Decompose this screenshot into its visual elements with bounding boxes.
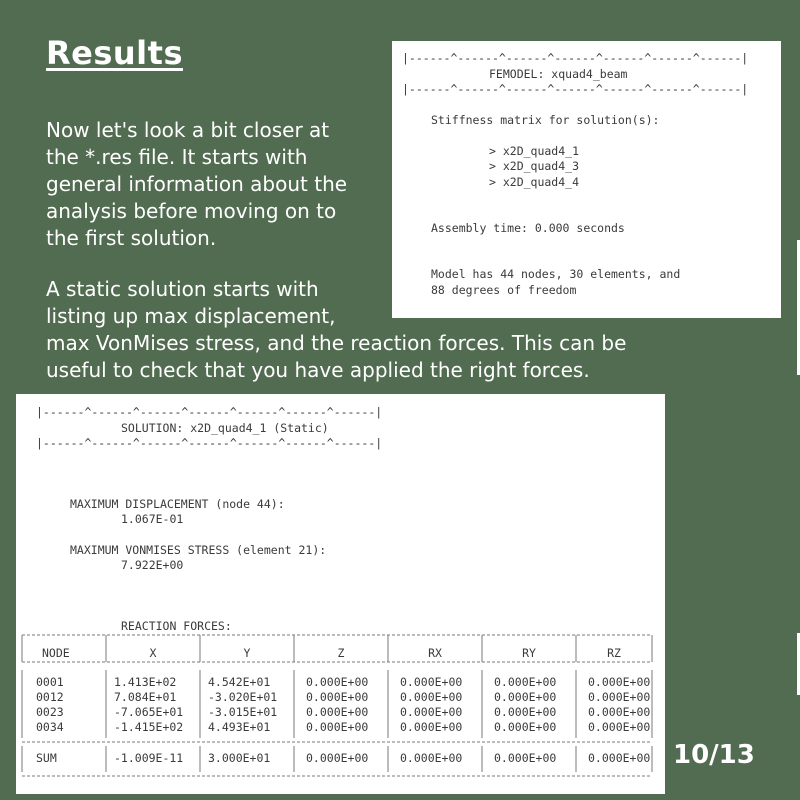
femodel-output-panel: |------^------^------^------^------^----… [392,41,781,318]
right-edge-mark [797,633,800,695]
table-value-cell: 0.000E+00 [400,720,462,734]
table-value-cell: 0.000E+00 [400,705,462,719]
table-value-cell: 0.000E+00 [306,675,368,689]
table-column-header: RX [428,646,442,660]
max-displacement-value: 1.067E-01 [121,512,184,526]
table-value-cell: 0.000E+00 [306,705,368,719]
table-column-header: RY [522,646,536,660]
model-info-line-2: 88 degrees of freedom [431,283,577,297]
table-value-cell: -3.020E+01 [208,690,277,704]
solution-item-3: > x2D_quad4_4 [489,175,580,189]
femodel-border-bottom: |------^------^------^------^------^----… [402,82,749,96]
table-value-cell: -1.415E+02 [114,720,183,734]
table-node-cell: 0034 [36,720,64,734]
table-value-cell: 0.000E+00 [588,705,650,719]
table-node-cell: 0001 [36,675,64,689]
solution-border-top: |------^------^------^------^------^----… [36,405,383,419]
table-value-cell: 0.000E+00 [494,690,556,704]
reaction-forces-table: NODE X Y Z RX RY RZ 0001 1.413E+02 4.542E+01 0.000… [21,634,653,777]
table-sum-label: SUM [36,751,57,765]
table-value-cell: 4.542E+01 [208,675,270,689]
table-column-header: NODE [42,646,70,660]
table-value-cell: 0.000E+00 [400,675,462,689]
table-node-cell: 0012 [36,690,64,704]
solution-output-panel: |------^------^------^------^------^----… [16,394,665,794]
model-info-line-1: Model has 44 nodes, 30 elements, and [431,267,681,281]
femodel-header: FEMODEL: xquad4_beam [489,67,628,81]
table-value-cell: 0.000E+00 [306,690,368,704]
table-sum-value: -1.009E-11 [114,751,183,765]
max-displacement-label: MAXIMUM DISPLACEMENT (node 44): [70,497,285,511]
table-column-header: Z [338,646,345,660]
table-sum-value: 0.000E+00 [588,751,650,765]
table-sum-value: 3.000E+01 [208,751,270,765]
table-value-cell: 0.000E+00 [306,720,368,734]
table-value-cell: 4.493E+01 [208,720,270,734]
solution-item-2: > x2D_quad4_3 [489,159,580,173]
stiffness-label: Stiffness matrix for solution(s): [431,113,660,127]
table-value-cell: 0.000E+00 [400,690,462,704]
reaction-forces-label: REACTION FORCES: [121,619,232,633]
femodel-border-top: |------^------^------^------^------^----… [402,51,749,65]
table-value-cell: 1.413E+02 [114,675,176,689]
table-value-cell: 0.000E+00 [588,690,650,704]
slide-title: Results [46,34,183,72]
intro-paragraph: Now let's look a bit closer at the *.res… [46,118,348,250]
max-stress-label: MAXIMUM VONMISES STRESS (element 21): [70,543,327,557]
solution-item-1: > x2D_quad4_1 [489,144,580,158]
table-value-cell: 7.084E+01 [114,690,176,704]
assembly-time: Assembly time: 0.000 seconds [431,221,625,235]
table-value-cell: 0.000E+00 [494,720,556,734]
table-column-header: RZ [607,646,621,660]
max-stress-value: 7.922E+00 [121,558,184,572]
table-column-header: Y [244,646,251,660]
table-node-cell: 0023 [36,705,64,719]
table-value-cell: -7.065E+01 [114,705,183,719]
table-sum-value: 0.000E+00 [494,751,556,765]
table-value-cell: 0.000E+00 [494,705,556,719]
table-sum-value: 0.000E+00 [400,751,462,765]
table-value-cell: 0.000E+00 [494,675,556,689]
table-sum-value: 0.000E+00 [306,751,368,765]
table-value-cell: 0.000E+00 [588,720,650,734]
solution-border-bottom: |------^------^------^------^------^----… [36,436,383,450]
static-solution-paragraph: A static solution starts with listing up… [46,277,627,382]
table-column-header: X [150,646,157,660]
right-edge-mark [797,240,800,375]
table-value-cell: 0.000E+00 [588,675,650,689]
solution-header: SOLUTION: x2D_quad4_1 (Static) [121,421,329,435]
page-number: 10/13 [673,740,755,770]
table-value-cell: -3.015E+01 [208,705,277,719]
